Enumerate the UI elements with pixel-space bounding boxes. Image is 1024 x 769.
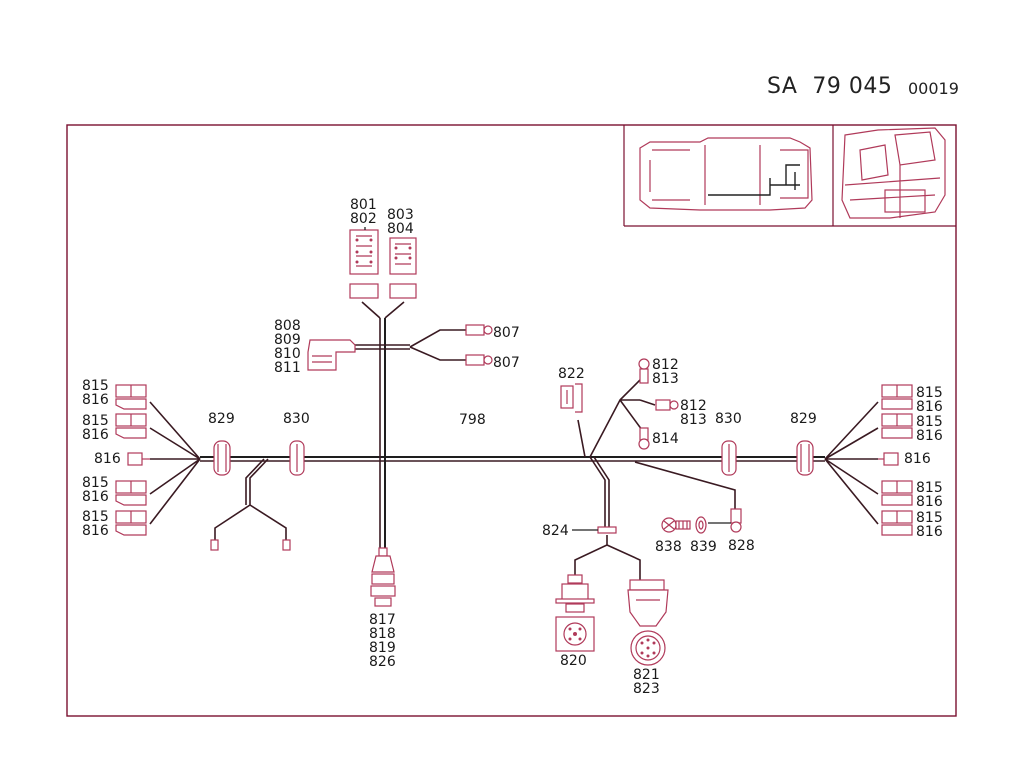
left-lower-branch [210,458,291,551]
label-815-left-5: 815 [82,509,109,525]
socket-820 [555,574,595,652]
screw-838 [661,517,691,533]
label-815-left-2: 815 [82,413,109,429]
label-829-right: 829 [790,411,817,427]
grommet-829-right [796,440,814,476]
label-808: 808 [274,318,301,334]
label-816-left-3: 816 [94,451,121,467]
label-821: 821 [633,667,660,683]
washer-839 [695,516,707,534]
label-807-lower: 807 [493,355,520,371]
label-816-left-2: 816 [82,427,109,443]
label-816-right-3: 816 [904,451,931,467]
label-814: 814 [652,431,679,447]
part-labels: 798 801 802 803 804 807 807 808 809 810 … [82,197,943,697]
vehicle-plan-view [639,137,813,211]
plug-821-823 [627,579,669,666]
label-838: 838 [655,539,682,555]
right-center-branches [560,358,742,533]
label-818: 818 [369,626,396,642]
label-798: 798 [459,412,486,428]
grommet-824 [574,526,641,580]
label-816-left-5: 816 [82,523,109,539]
vehicle-rear-view [841,127,946,219]
label-810: 810 [274,346,301,362]
diagram-frame [66,124,957,717]
label-811: 811 [274,360,301,376]
label-815-left-1: 815 [82,378,109,394]
sheet-header: SA 79 045 00019 [0,0,1024,120]
leader-lines [364,227,598,531]
label-823: 823 [633,681,660,697]
label-830-right: 830 [715,411,742,427]
label-816-right-1: 816 [916,399,943,415]
label-813-lower: 813 [680,412,707,428]
label-830-left: 830 [283,411,310,427]
label-807-upper: 807 [493,325,520,341]
left-connector-fan [115,384,201,536]
label-812-upper: 812 [652,357,679,373]
label-815-right-5: 815 [916,510,943,526]
label-826: 826 [369,654,396,670]
right-connector-fan [824,384,913,536]
label-815-left-4: 815 [82,475,109,491]
grommet-830-left [289,440,305,476]
sheet-number: 00019 [908,79,959,98]
connector-808-811 [307,339,356,371]
label-804: 804 [387,221,414,237]
label-819: 819 [369,640,396,656]
label-839: 839 [690,539,717,555]
sheet-code: SA 79 045 [767,74,893,99]
label-816-left-1: 816 [82,392,109,408]
label-828: 828 [728,538,755,554]
label-809: 809 [274,332,301,348]
label-816-left-4: 816 [82,489,109,505]
relay-block-803-804 [389,237,417,299]
label-822: 822 [558,366,585,382]
label-816-right-2: 816 [916,428,943,444]
label-813-upper: 813 [652,371,679,387]
label-829-left: 829 [208,411,235,427]
label-824: 824 [542,523,569,539]
label-817: 817 [369,612,396,628]
label-812-lower: 812 [680,398,707,414]
grommet-830-right [721,440,737,476]
label-801: 801 [350,197,377,213]
grommet-829-left [213,440,231,476]
label-815-right-4: 815 [916,480,943,496]
label-820: 820 [560,653,587,669]
label-816-right-5: 816 [916,524,943,540]
location-inset [623,125,956,227]
label-803: 803 [387,207,414,223]
plug-817-826 [370,547,396,607]
label-816-right-4: 816 [916,494,943,510]
relay-block-801-802 [349,229,379,299]
label-802: 802 [350,211,377,227]
label-815-right-1: 815 [916,385,943,401]
center-vertical-branch [355,301,493,548]
label-815-right-2: 815 [916,414,943,430]
